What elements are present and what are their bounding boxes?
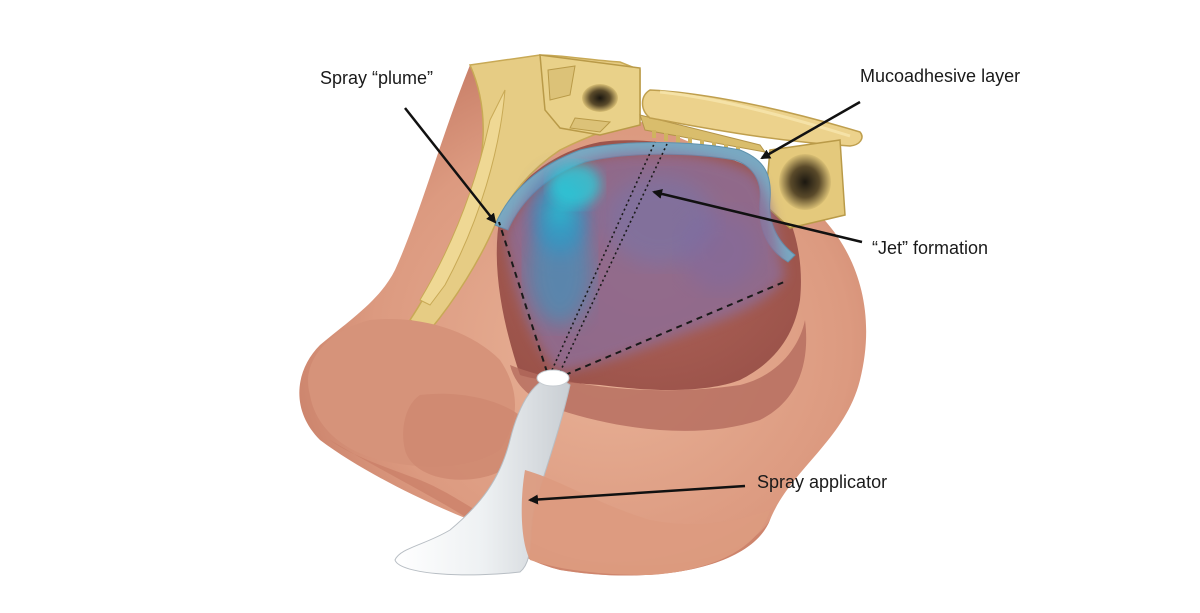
mucoadhesive-arrow (760, 100, 861, 160)
nasal-bridge-strip (419, 89, 506, 306)
plume-boundary-lines (498, 221, 785, 376)
plume-arrow (404, 107, 497, 224)
frontal-sinus (539, 54, 641, 136)
label-jet-formation: “Jet” formation (872, 238, 988, 258)
sphenoid-sinus (764, 139, 846, 229)
jet-arrow (652, 189, 863, 244)
label-spray-plume: Spray “plume” (320, 68, 433, 88)
cavity-floor (510, 320, 807, 431)
jet-lines (551, 141, 668, 373)
label-spray-applicator: Spray applicator (757, 472, 887, 492)
label-mucoadhesive-layer: Mucoadhesive layer (860, 66, 1020, 86)
applicator-arrow (528, 484, 746, 505)
